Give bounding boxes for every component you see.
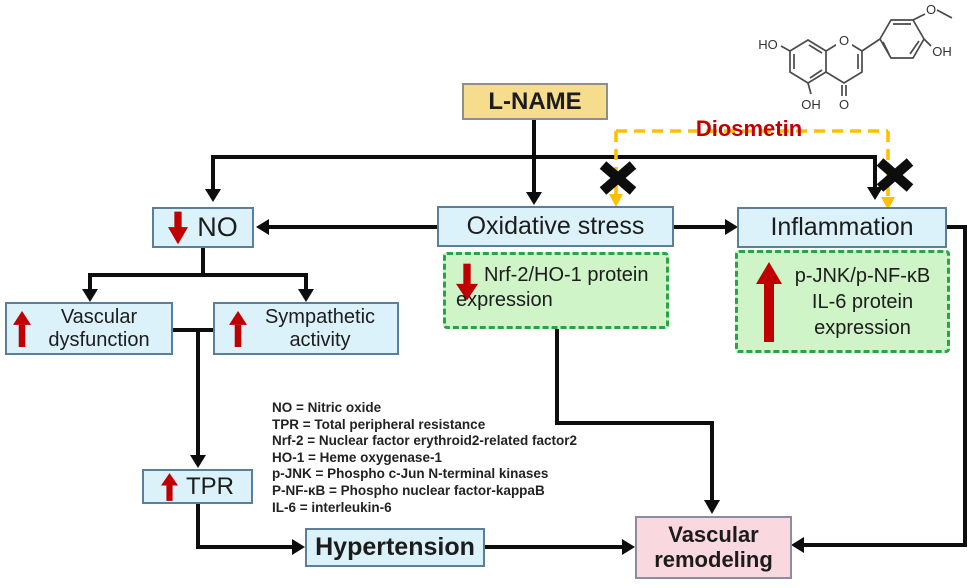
l-name-text: L-NAME (488, 87, 582, 115)
legend-line: IL-6 = interleukin-6 (272, 499, 392, 515)
l-name-box: L-NAME (462, 83, 608, 120)
vascular-remodeling-box: Vascular remodeling (635, 516, 792, 579)
edge-no-split (88, 247, 308, 290)
increase-arrow-icon (756, 261, 782, 342)
nrf2-ho1-text: Nrf-2/HO-1 protein expression (456, 263, 649, 313)
increase-arrow-icon (229, 310, 247, 347)
vd-line1: Vascular (60, 306, 138, 329)
atom-label: O (839, 33, 849, 48)
legend-line: P-NF-κB = Phospho nuclear factor-kappaB (272, 482, 545, 498)
legend-line: p-JNK = Phospho c-Jun N-terminal kinases (272, 466, 549, 482)
tpr-box: TPR (142, 469, 253, 504)
edge-to-tpr (173, 328, 215, 456)
atom-label: OH (932, 44, 952, 59)
abbreviation-legend: NO = Nitric oxide TPR = Total peripheral… (272, 400, 577, 516)
atom-label: HO (758, 37, 778, 52)
decrease-arrow-icon (456, 263, 478, 301)
pjnk-line3: expression (814, 316, 911, 339)
diosmetin-label: Diosmetin (695, 116, 803, 141)
sa-line2: activity (289, 328, 351, 351)
edge-tpr-hypertension (196, 503, 292, 549)
sympathetic-activity-text: Sympathetic activity (247, 306, 393, 351)
no-text: NO (197, 212, 238, 242)
nrf2-ho1-box: Nrf-2/HO-1 protein expression (443, 252, 669, 329)
black-connectors (88, 119, 967, 549)
vd-line2: dysfunction (48, 328, 150, 351)
vascular-dysfunction-box: Vascular dysfunction (5, 302, 173, 355)
nrf2-line1: Nrf-2/HO-1 protein (484, 264, 649, 286)
inhibition-cross-icon (599, 161, 637, 195)
legend-line: HO-1 = Heme oxygenase-1 (272, 449, 442, 465)
nrf2-line2: expression (456, 289, 553, 311)
vascular-remodeling-text: Vascular remodeling (637, 521, 790, 572)
oxidative-stress-text: Oxidative stress (466, 212, 645, 240)
tpr-text: TPR (186, 472, 234, 500)
inflammation-box: Inflammation (737, 207, 947, 248)
vr-line1: Vascular (668, 521, 759, 547)
pjnk-line2: IL-6 protein (811, 290, 914, 313)
sa-line1: Sympathetic (264, 306, 376, 329)
diosmetin-arrowheads (609, 194, 895, 210)
pjnk-nfkb-box: p-JNK/p-NF-κB IL-6 protein expression (735, 250, 950, 353)
legend-line: NO = Nitric oxide (272, 400, 382, 415)
diosmetin-chemical-structure: HO O OH O O OH (758, 2, 953, 112)
atom-label: O (839, 97, 849, 112)
edge-nrf2-remodeling (555, 329, 714, 501)
atom-label: OH (801, 97, 821, 112)
hypertension-box: Hypertension (305, 528, 485, 567)
hypertension-text: Hypertension (315, 533, 475, 561)
sympathetic-activity-box: Sympathetic activity (213, 302, 399, 355)
pjnk-line1: p-JNK/p-NF-κB (794, 264, 931, 287)
legend-line: TPR = Total peripheral resistance (272, 416, 486, 432)
increase-arrow-icon (13, 310, 31, 347)
vascular-dysfunction-text: Vascular dysfunction (31, 306, 167, 351)
pjnk-nfkb-text: p-JNK/p-NF-κB IL-6 protein expression (786, 263, 939, 341)
inhibition-cross-icon (876, 158, 914, 192)
edge-lname-branch (211, 155, 877, 191)
decrease-arrow-icon (168, 211, 189, 244)
oxidative-stress-box: Oxidative stress (437, 206, 674, 247)
no-box: NO (152, 207, 254, 248)
inflammation-text: Inflammation (770, 213, 914, 241)
increase-arrow-icon (161, 472, 178, 501)
edge-inflammation-remodeling (804, 225, 967, 547)
vr-line2: remodeling (654, 546, 773, 572)
black-arrowheads (82, 187, 883, 555)
legend-line: Nrf-2 = Nuclear factor erythroid2-relate… (272, 433, 577, 449)
atom-label: O (926, 2, 936, 17)
